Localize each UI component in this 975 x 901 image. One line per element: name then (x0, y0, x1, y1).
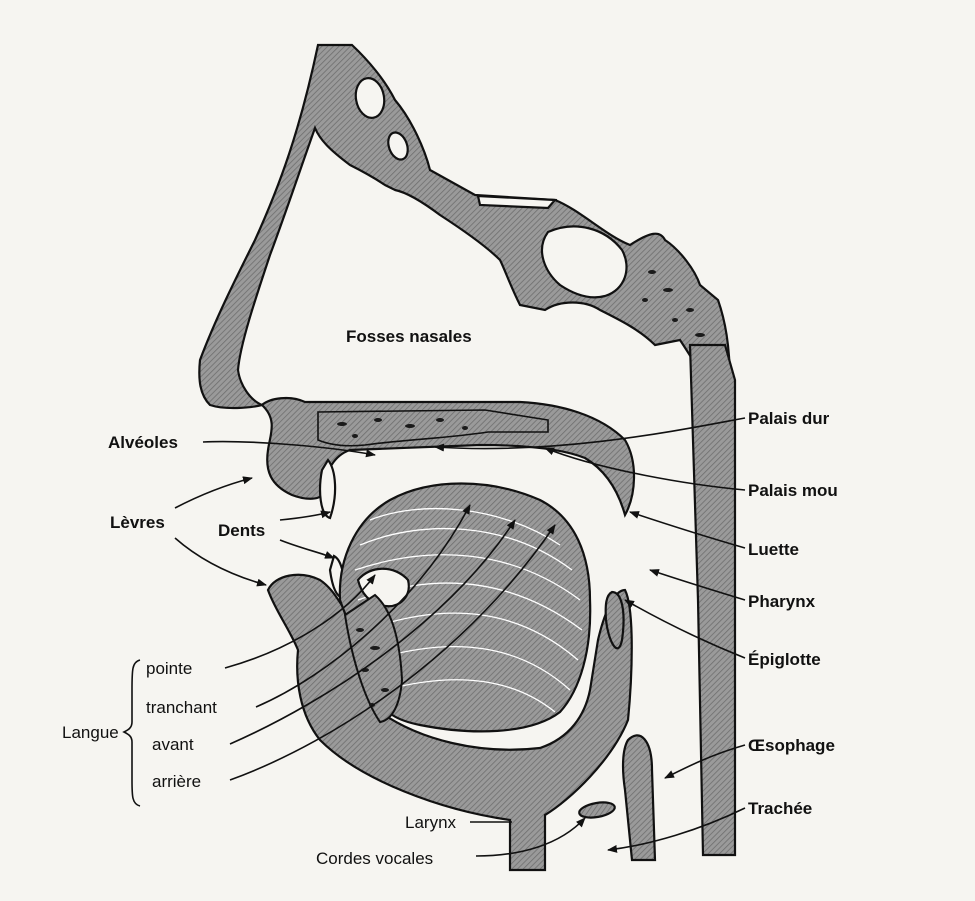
esophagus (623, 735, 655, 860)
label-luette: Luette (748, 540, 799, 559)
label-alveoles: Alvéoles (108, 433, 178, 452)
label-langue: Langue (62, 723, 119, 742)
label-levres: Lèvres (110, 513, 165, 532)
cribriform-gap (478, 196, 555, 208)
leader-dents-lower (280, 540, 334, 558)
label-palais-dur: Palais dur (748, 409, 830, 428)
vocal-cords (578, 800, 616, 820)
leader-levres-lower (175, 538, 266, 585)
label-palais-mou: Palais mou (748, 481, 838, 500)
leader-levres-upper (175, 478, 252, 508)
label-larynx: Larynx (405, 813, 457, 832)
label-tranchant: tranchant (146, 698, 217, 717)
label-pointe: pointe (146, 659, 192, 678)
label-fosses-nasales: Fosses nasales (346, 327, 472, 346)
upper-tooth (320, 460, 335, 518)
nasal-bone (199, 45, 730, 408)
label-cordes-vocales: Cordes vocales (316, 849, 433, 868)
label-dents: Dents (218, 521, 265, 540)
langue-brace (124, 660, 140, 806)
leader-dents-upper (280, 512, 330, 520)
label-oesophage: Œsophage (748, 736, 835, 755)
label-epiglotte: Épiglotte (748, 650, 821, 669)
label-arriere: arrière (152, 772, 201, 791)
label-trachee: Trachée (748, 799, 812, 818)
label-pharynx: Pharynx (748, 592, 816, 611)
label-avant: avant (152, 735, 194, 754)
